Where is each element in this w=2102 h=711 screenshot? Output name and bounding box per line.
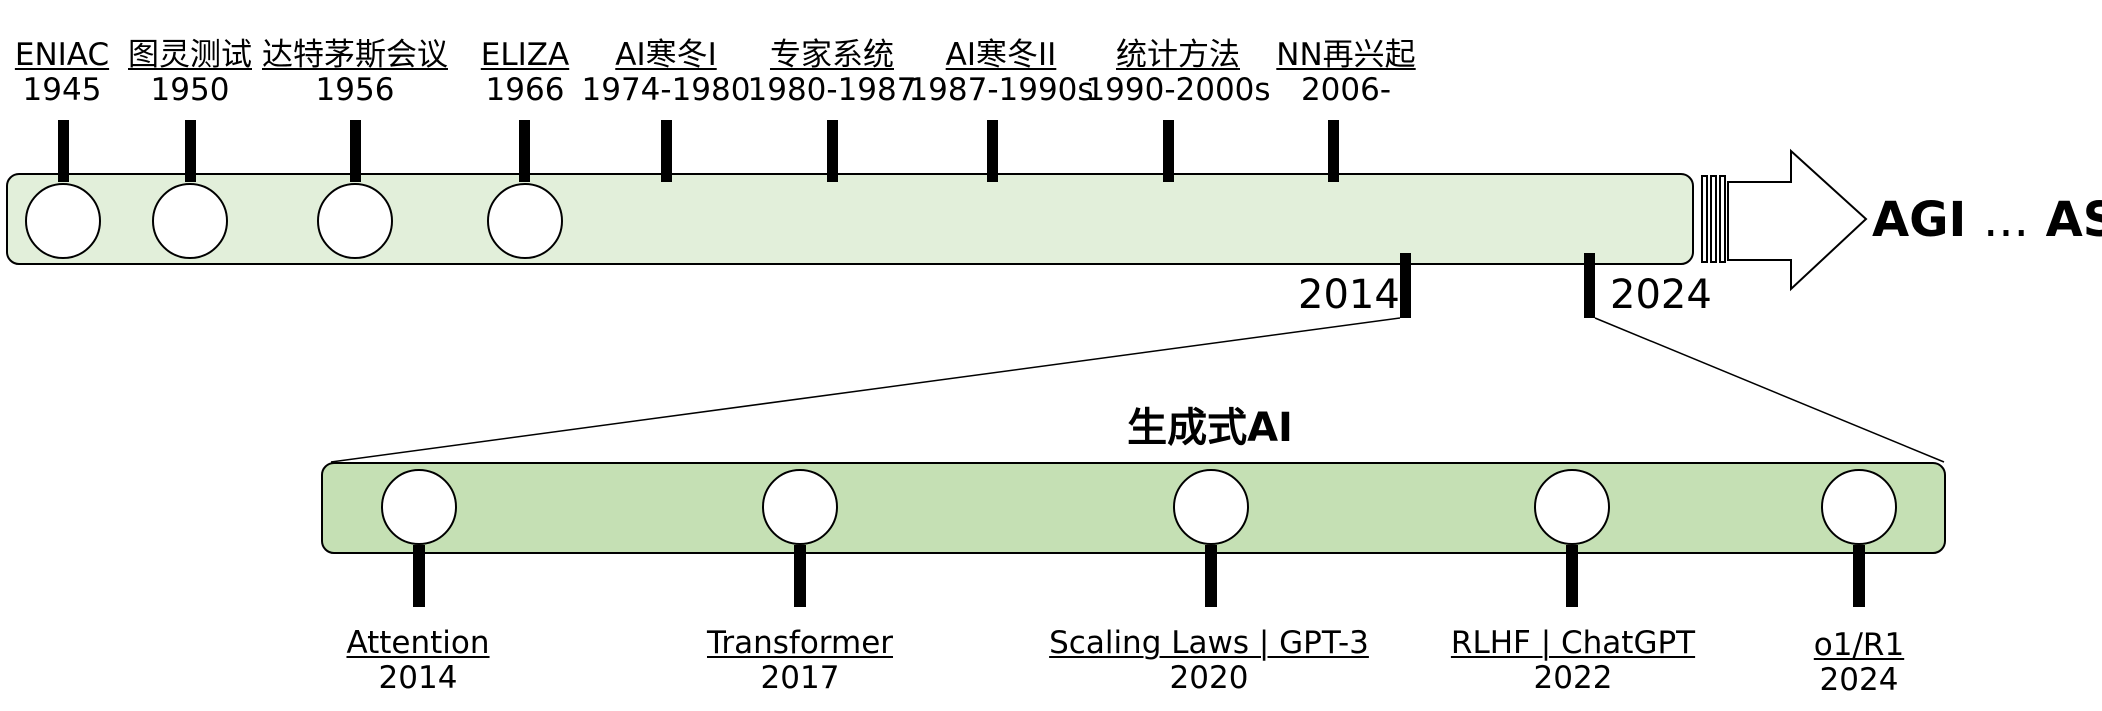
future-arrow [1727, 148, 1868, 292]
tick-rlhf [1566, 545, 1578, 607]
event-o1-r1: o1/R1 2024 [1814, 630, 1904, 696]
event-statistical-methods: 统计方法 1990-2000s [1085, 40, 1270, 106]
milestone-circle [152, 183, 228, 259]
arrow-stripe [1719, 175, 1726, 263]
event-year: 1945 [22, 72, 102, 108]
tick-turing-test [185, 120, 196, 182]
milestone-circle [762, 469, 838, 545]
event-ai-winter-2: AI寒冬II 1987-1990s [908, 40, 1093, 106]
event-year: 1956 [315, 72, 395, 108]
zoom-connector-right [1594, 317, 1945, 463]
generative-ai-title: 生成式AI [1127, 405, 1293, 451]
event-year: 2006- [1300, 72, 1392, 108]
event-turing-test: 图灵测试 1950 [128, 40, 252, 106]
event-scaling-laws: Scaling Laws | GPT-3 2020 [1049, 628, 1369, 694]
tick-scaling-laws [1205, 545, 1217, 607]
event-name: AI寒冬I [615, 37, 717, 73]
event-year: 1987-1990s [908, 72, 1094, 108]
main-timeline-bar [6, 173, 1694, 265]
event-name: 专家系统 [769, 37, 894, 73]
event-eliza: ELIZA 1966 [481, 40, 569, 106]
event-name: 统计方法 [1116, 37, 1240, 73]
tick-ai-winter-2 [987, 120, 998, 182]
zoom-end-year: 2024 [1610, 272, 1712, 318]
generative-ai-bar [321, 462, 1946, 554]
tick-expert-systems [827, 120, 838, 182]
event-year: 1950 [150, 72, 230, 108]
event-year: 1966 [485, 72, 565, 108]
zoom-connector-left [330, 317, 1401, 463]
tick-attention [413, 545, 425, 607]
milestone-circle [381, 469, 457, 545]
event-name: Scaling Laws | GPT-3 [1049, 625, 1369, 661]
event-name: o1/R1 [1813, 627, 1905, 663]
tick-statistical-methods [1163, 120, 1174, 182]
tick-nn-revival [1328, 120, 1339, 182]
event-name: NN再兴起 [1276, 37, 1416, 73]
event-name: ELIZA [480, 37, 570, 73]
event-eniac: ENIAC 1945 [15, 40, 109, 106]
agi-label: AGI [1872, 192, 1967, 248]
milestone-circle [1534, 469, 1610, 545]
event-transformer: Transformer 2017 [707, 628, 893, 694]
event-expert-systems: 专家系统 1980-1987 [748, 40, 917, 106]
event-ai-winter-1: AI寒冬I 1974-1980 [582, 40, 751, 106]
event-attention: Attention 2014 [346, 628, 489, 694]
event-year: 1990-2000s [1085, 72, 1271, 108]
zoom-tick-start [1400, 253, 1411, 318]
event-name: RLHF | ChatGPT [1450, 625, 1696, 661]
milestone-circle [1821, 469, 1897, 545]
zoom-tick-end [1584, 253, 1595, 318]
tick-ai-winter-1 [661, 120, 672, 182]
event-name: 达特茅斯会议 [262, 37, 448, 73]
event-year: 2014 [378, 660, 458, 696]
event-rlhf-chatgpt: RLHF | ChatGPT 2022 [1451, 628, 1695, 694]
event-name: Attention [346, 625, 490, 661]
milestone-circle [317, 183, 393, 259]
tick-dartmouth [350, 120, 361, 182]
arrow-stripe [1710, 175, 1717, 263]
event-year: 2022 [1533, 660, 1613, 696]
milestone-circle [487, 183, 563, 259]
tick-eniac [58, 120, 69, 182]
milestone-circle [1173, 469, 1249, 545]
tick-o1-r1 [1853, 545, 1865, 607]
arrow-stripe [1701, 175, 1708, 263]
asi-label: ASI [2045, 192, 2102, 248]
event-name: ENIAC [14, 37, 110, 73]
event-year: 2024 [1819, 662, 1899, 698]
tick-eliza [519, 120, 530, 182]
event-year: 2020 [1169, 660, 1249, 696]
future-label: AGI ... ASI [1872, 196, 2102, 244]
event-name: Transformer [706, 625, 894, 661]
zoom-start-year: 2014 [1298, 272, 1400, 318]
event-name: AI寒冬II [945, 37, 1057, 73]
event-nn-revival: NN再兴起 2006- [1276, 40, 1415, 106]
event-year: 1974-1980 [581, 72, 751, 108]
event-dartmouth: 达特茅斯会议 1956 [262, 40, 448, 106]
event-name: 图灵测试 [128, 37, 252, 73]
event-year: 2017 [760, 660, 840, 696]
ellipsis: ... [1983, 192, 2029, 248]
event-year: 1980-1987 [747, 72, 917, 108]
tick-transformer [794, 545, 806, 607]
milestone-circle [25, 183, 101, 259]
